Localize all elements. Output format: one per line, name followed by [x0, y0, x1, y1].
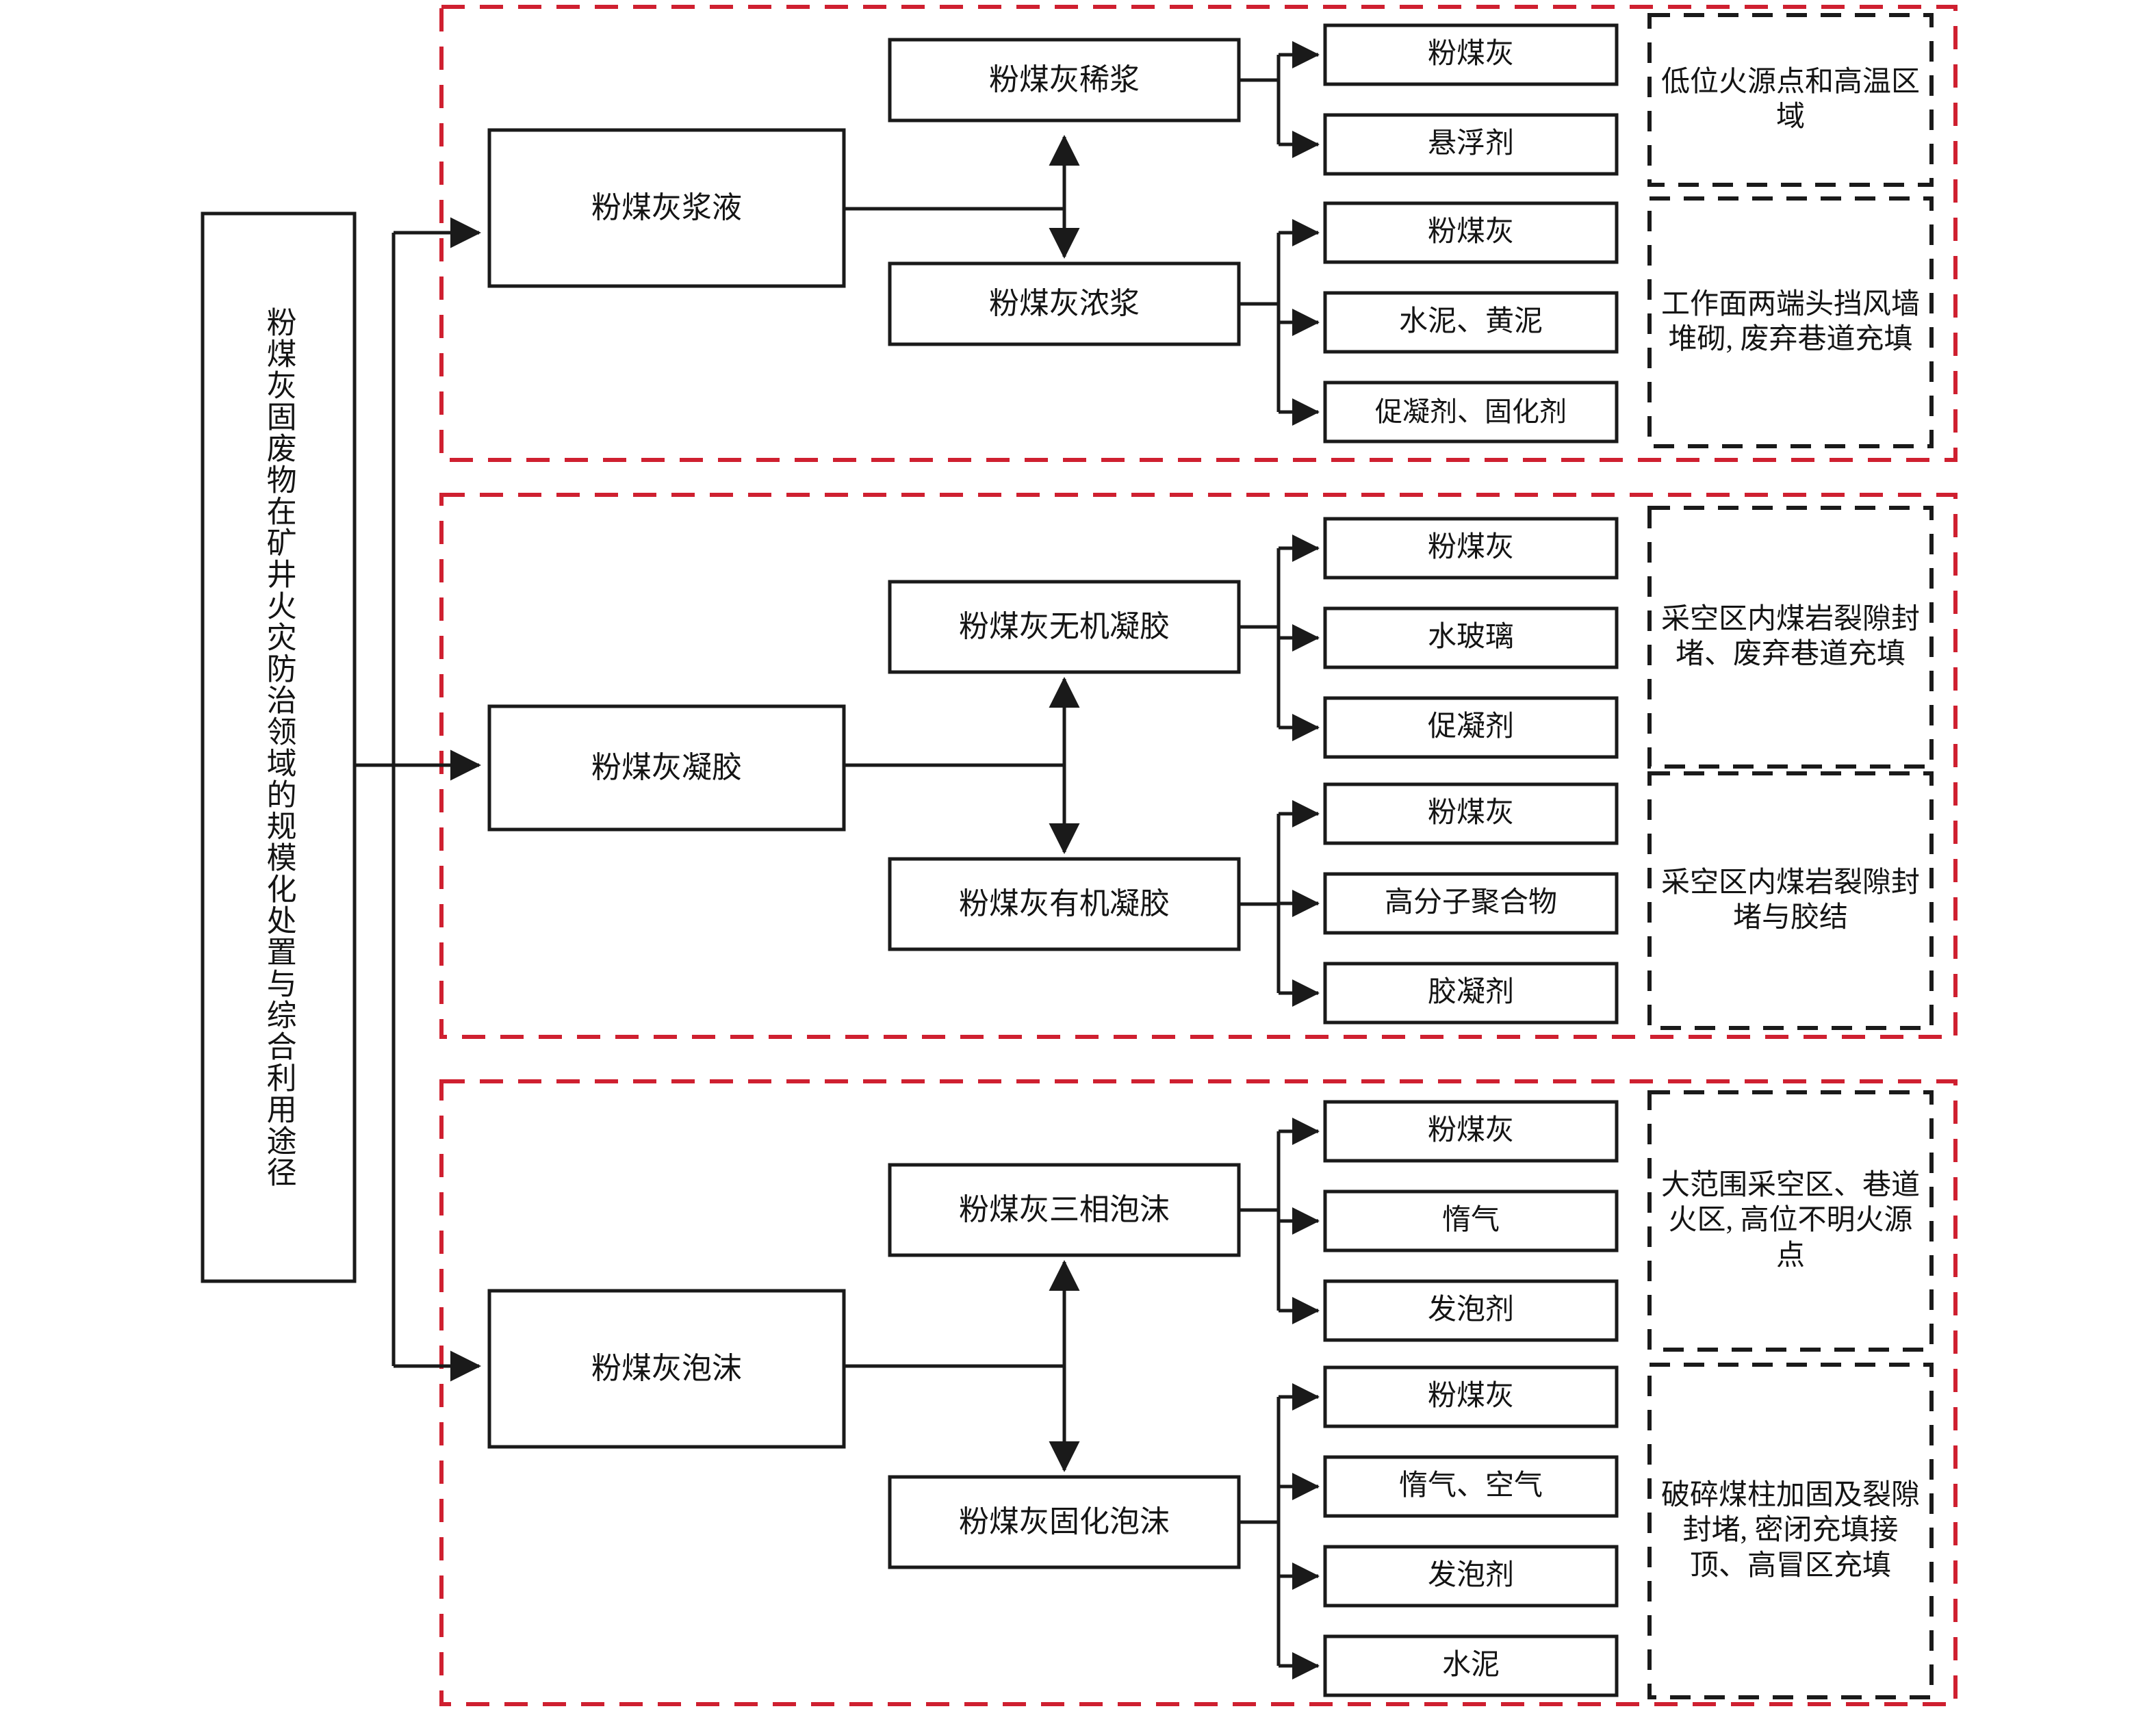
component-box — [1323, 1545, 1619, 1608]
component-label: 悬浮剂 — [1427, 128, 1514, 160]
application-label: 采空区内煤岩裂隙封堵与胶结 — [1660, 866, 1920, 934]
component-label: 惰气、空气 — [1398, 1470, 1543, 1502]
component-box — [1323, 381, 1619, 443]
application-label: 破碎煤柱加固及裂隙封堵, 密闭充填接顶、高冒区充填 — [1660, 1480, 1920, 1582]
primary-label-foam: 粉煤灰泡沫 — [591, 1352, 742, 1386]
root-box — [201, 211, 357, 1283]
branch-box-gel-organic — [888, 857, 1241, 951]
component-label: 胶凝剂 — [1427, 977, 1514, 1009]
component-label: 发泡剂 — [1427, 1560, 1514, 1592]
branch-box-slurry-thin — [888, 38, 1241, 123]
branch-box-gel-inorganic — [888, 580, 1241, 674]
component-label: 惰气 — [1441, 1205, 1500, 1237]
component-label: 水泥、黄泥 — [1398, 306, 1543, 338]
component-label: 粉煤灰 — [1427, 797, 1514, 829]
component-box — [1323, 1100, 1619, 1163]
application-label: 大范围采空区、巷道火区, 高位不明火源点 — [1660, 1170, 1920, 1272]
application-label: 采空区内煤岩裂隙封堵、废弃巷道充填 — [1660, 603, 1920, 670]
component-label: 粉煤灰 — [1427, 1380, 1514, 1413]
component-box — [1323, 517, 1619, 580]
application-frame — [1647, 506, 1934, 769]
component-label: 水玻璃 — [1427, 621, 1514, 654]
component-label: 粉煤灰 — [1427, 1115, 1514, 1147]
component-label: 粉煤灰 — [1427, 38, 1514, 70]
component-label: 粉煤灰 — [1427, 532, 1514, 564]
primary-box-foam — [487, 1289, 846, 1449]
component-box — [1323, 1455, 1619, 1518]
section-frame-slurry — [439, 5, 1958, 462]
component-box — [1323, 1634, 1619, 1697]
component-box — [1323, 962, 1619, 1025]
branch-label-gel-organic: 粉煤灰有机凝胶 — [959, 887, 1170, 921]
component-box — [1323, 113, 1619, 176]
component-box — [1323, 696, 1619, 759]
component-label: 促凝剂 — [1427, 711, 1514, 743]
branch-box-foam-threephase — [888, 1163, 1241, 1257]
component-box — [1323, 201, 1619, 264]
application-frame — [1647, 1090, 1934, 1352]
branch-box-foam-solidified — [888, 1475, 1241, 1569]
primary-box-slurry — [487, 128, 846, 288]
application-frame — [1647, 13, 1934, 187]
branch-label-gel-inorganic: 粉煤灰无机凝胶 — [959, 610, 1170, 644]
component-box — [1323, 872, 1619, 935]
primary-label-slurry: 粉煤灰浆液 — [591, 191, 742, 225]
component-box — [1323, 1365, 1619, 1428]
branch-label-slurry-thick: 粉煤灰浓浆 — [989, 287, 1140, 321]
component-box — [1323, 291, 1619, 354]
component-box — [1323, 1189, 1619, 1252]
primary-label-gel: 粉煤灰凝胶 — [591, 751, 742, 785]
section-frame-foam — [439, 1079, 1958, 1706]
component-label: 水泥 — [1441, 1649, 1500, 1682]
component-box — [1323, 1279, 1619, 1342]
component-box — [1323, 606, 1619, 669]
component-label: 发泡剂 — [1427, 1294, 1514, 1326]
branch-label-slurry-thin: 粉煤灰稀浆 — [989, 63, 1140, 97]
branch-box-slurry-thick — [888, 261, 1241, 346]
application-label: 工作面两端头挡风墙堆砌, 废弃巷道充填 — [1660, 288, 1920, 355]
root-title: 粉煤灰固废物在矿井火灾防治领域的规模化处置与综合利用途径 — [261, 307, 296, 1188]
branch-label-foam-threephase: 粉煤灰三相泡沫 — [959, 1193, 1170, 1227]
component-label: 促凝剂、固化剂 — [1375, 396, 1567, 427]
application-frame — [1647, 771, 1934, 1030]
primary-box-gel — [487, 704, 846, 832]
application-frame — [1647, 1363, 1934, 1699]
application-frame — [1647, 196, 1934, 448]
branch-label-foam-solidified: 粉煤灰固化泡沫 — [959, 1505, 1170, 1539]
component-box — [1323, 23, 1619, 86]
component-box — [1323, 782, 1619, 845]
component-label: 粉煤灰 — [1427, 216, 1514, 248]
application-label: 低位火源点和高温区域 — [1660, 66, 1920, 133]
component-label: 高分子聚合物 — [1384, 887, 1557, 919]
